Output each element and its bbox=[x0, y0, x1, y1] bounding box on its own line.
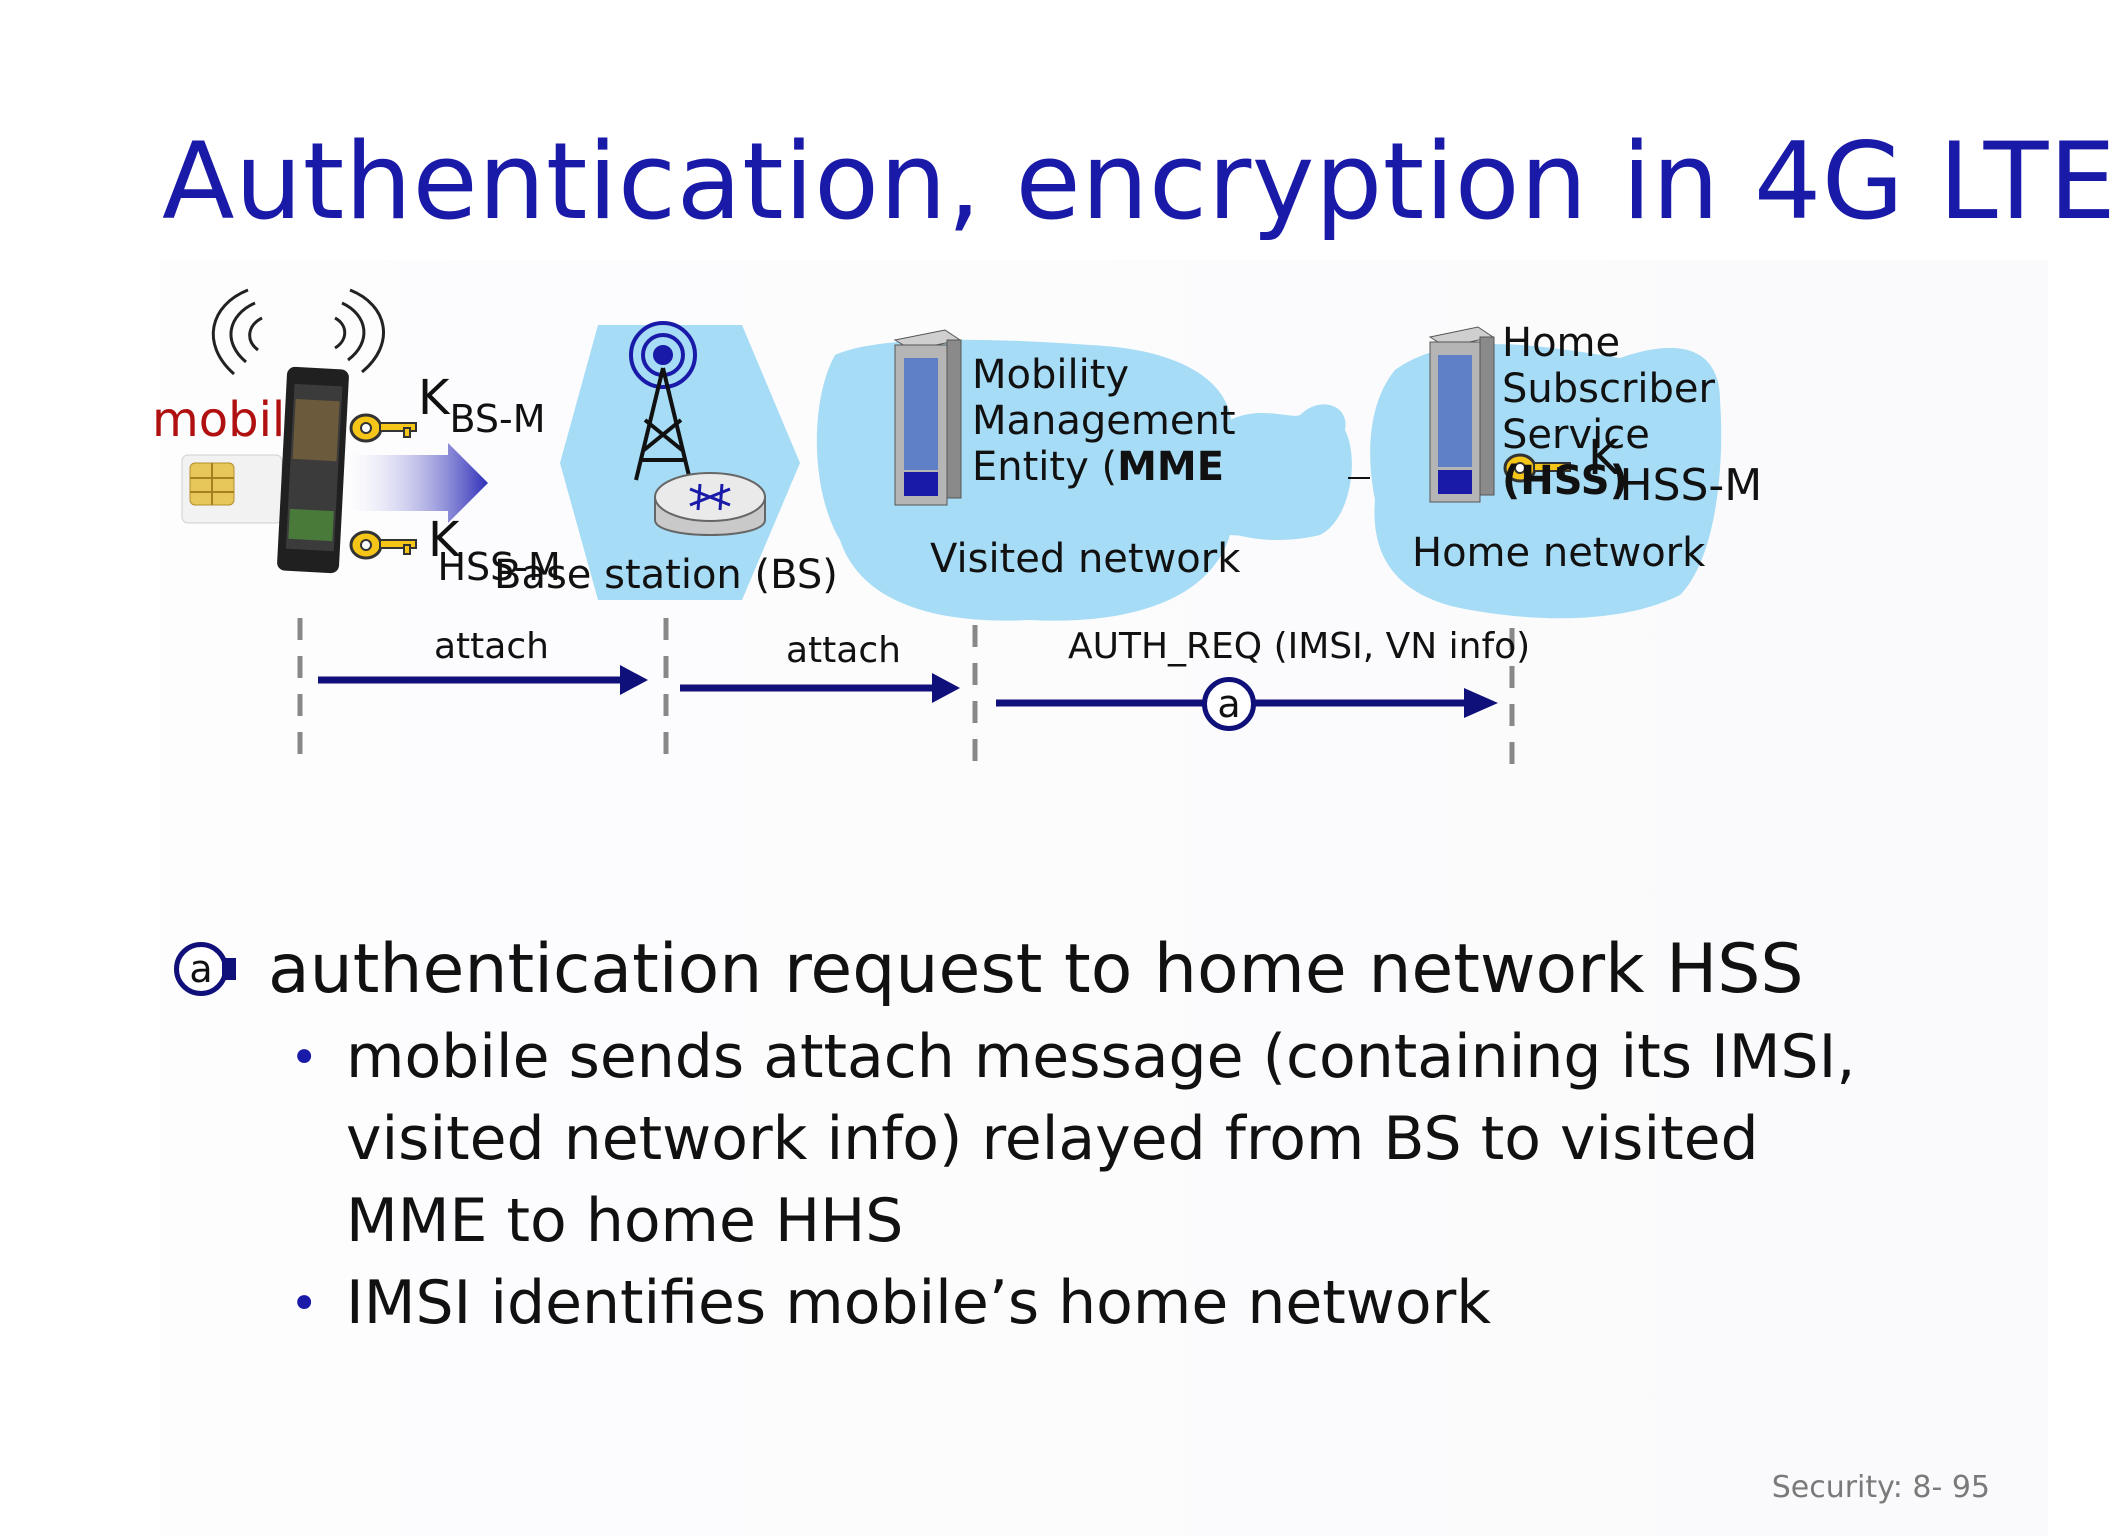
sub-bullet-1-line-3: MME to home HHS bbox=[346, 1186, 904, 1256]
sub-bullet-dot-1: • bbox=[290, 1030, 319, 1086]
k-hss-m-mobile-main: K bbox=[428, 512, 460, 568]
k-hss-m-home-label: KHSS-M bbox=[1588, 430, 1762, 511]
mobile-phone-icon bbox=[277, 366, 349, 574]
key-icon-hss-m-mobile bbox=[349, 530, 417, 560]
hss-label-line-1: Home bbox=[1502, 320, 1621, 366]
k-bs-m-label: KBS-M bbox=[418, 370, 546, 441]
mme-label-line-3: Entity (MME bbox=[972, 444, 1224, 490]
auth-req-message-label: AUTH_REQ (IMSI, VN info) bbox=[1068, 626, 1531, 667]
hss-label-line-2: Subscriber bbox=[1502, 366, 1715, 412]
wireless-signal-icon bbox=[211, 288, 385, 376]
sub-bullet-dot-2: • bbox=[290, 1276, 319, 1332]
cell-tower-icon bbox=[629, 321, 697, 481]
attach-message-2-label: attach bbox=[786, 630, 901, 671]
timelines bbox=[297, 618, 1515, 768]
k-hss-m-mobile-label: KHSS-M bbox=[428, 512, 583, 589]
step-a-marker-diagram: a bbox=[1202, 677, 1256, 731]
step-a-marker-bullet: a bbox=[174, 942, 228, 996]
mme-label-prefix: Entity ( bbox=[972, 444, 1118, 490]
home-network-label: Home network bbox=[1412, 530, 1706, 576]
k-hss-m-home-main: K bbox=[1588, 430, 1620, 486]
transmission-arrow bbox=[348, 443, 488, 523]
slide: Authentication, encryption in 4G LTE bbox=[152, 120, 2116, 1536]
hss-label-line-4: (HSS) bbox=[1502, 458, 1628, 504]
router-icon bbox=[654, 472, 766, 536]
k-bs-m-sub: BS-M bbox=[449, 397, 546, 441]
sub-bullet-1-line-2: visited network info) relayed from BS to… bbox=[346, 1104, 1759, 1174]
key-icon-hss-m-home bbox=[1503, 453, 1571, 483]
mme-label-line-1: Mobility bbox=[972, 352, 1130, 398]
sub-bullet-1-line-1: mobile sends attach message (containing … bbox=[346, 1022, 1856, 1092]
slide-footer: Security: 8- 95 bbox=[1771, 1470, 1990, 1505]
key-icon-bs-m bbox=[349, 413, 417, 443]
middle-network-cloud bbox=[1196, 404, 1352, 540]
mme-server-icon bbox=[893, 329, 962, 506]
slide-title: Authentication, encryption in 4G LTE bbox=[162, 120, 2116, 243]
hss-server-icon bbox=[1428, 326, 1495, 503]
sim-card-icon bbox=[181, 454, 283, 524]
sub-bullet-2: IMSI identifies mobile’s home network bbox=[346, 1268, 1491, 1338]
mme-label-bold: MME bbox=[1117, 444, 1225, 490]
hss-label-line-3: Service bbox=[1502, 412, 1650, 458]
message-arrows bbox=[318, 665, 1498, 718]
mobile-label: mobil bbox=[152, 392, 286, 448]
k-bs-m-main: K bbox=[418, 370, 450, 426]
base-station-label: Base station (BS) bbox=[494, 552, 838, 598]
visited-network-label: Visited network bbox=[930, 536, 1241, 582]
mme-label-line-2: Management bbox=[972, 398, 1236, 444]
marker-tab bbox=[222, 958, 236, 980]
attach-message-1-label: attach bbox=[434, 626, 549, 667]
k-hss-m-home-sub: HSS-M bbox=[1619, 460, 1763, 511]
k-hss-m-mobile-sub: HSS-M bbox=[437, 545, 561, 589]
main-bullet-text: authentication request to home network H… bbox=[268, 930, 1804, 1009]
